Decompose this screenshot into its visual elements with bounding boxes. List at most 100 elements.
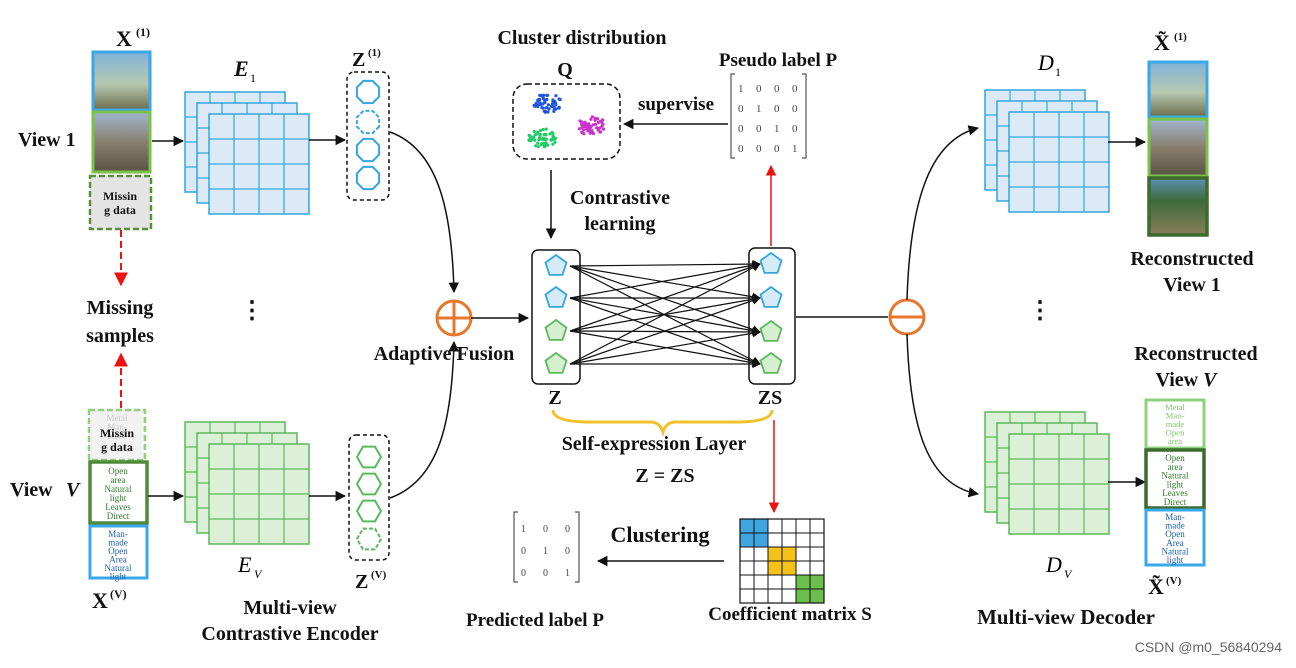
z-eq-label: Z = ZS <box>635 465 694 487</box>
text-line: Reconstructed <box>1130 248 1253 270</box>
text-line: Contrastive <box>570 187 670 209</box>
x1-sup: (1) <box>136 25 150 39</box>
self-expression-brace <box>551 409 774 438</box>
recon1-image-1 <box>1147 60 1209 119</box>
zv-sup: (V) <box>371 569 387 581</box>
cluster-point <box>582 125 586 129</box>
z1-nodes <box>355 79 381 191</box>
view1-image-1 <box>91 50 152 112</box>
matrix-cell: 1 <box>521 524 526 535</box>
watermark: CSDN @m0_56840294 <box>1135 639 1283 655</box>
matrix-cell: 0 <box>774 103 780 115</box>
text-line: View <box>1156 369 1204 391</box>
cluster-point <box>540 137 544 141</box>
matrix-cell: 0 <box>521 546 526 557</box>
split-to-dv-curve <box>906 333 980 498</box>
z1-octagon <box>355 79 381 105</box>
matrix-cell: 1 <box>774 123 780 135</box>
zs-box <box>748 247 796 385</box>
zs-label: ZS <box>758 387 782 409</box>
connection-line <box>569 262 761 332</box>
z-nodes <box>544 253 568 374</box>
cluster-point <box>544 127 548 131</box>
doc-word: made <box>1165 521 1185 531</box>
cluster-point <box>551 98 555 102</box>
cluster-point <box>554 107 558 111</box>
coefficient-matrix <box>739 518 825 604</box>
cluster-point <box>542 144 546 148</box>
decoder-caption: Multi-view Decoder <box>977 605 1155 629</box>
dv-sub: V <box>1064 567 1073 581</box>
text-line: Reconstructed <box>1134 343 1257 365</box>
self-expression-label: Self-expression Layer <box>562 433 747 455</box>
zv-hexagon <box>355 445 383 469</box>
d1-sub: 1 <box>1055 65 1061 79</box>
matrix-cell: 0 <box>792 83 798 95</box>
cluster-point <box>594 117 599 121</box>
connection-line <box>569 261 761 299</box>
cluster-point <box>544 137 548 141</box>
doc-word: Man- <box>1165 512 1185 522</box>
doc-word: Natural <box>105 563 132 573</box>
cluster-point <box>543 110 548 114</box>
doc-word: Open <box>1166 428 1185 438</box>
dv-label: D <box>1045 552 1062 577</box>
doc-word: Area <box>109 555 127 565</box>
cluster-point <box>543 100 547 105</box>
doc-word: light <box>110 572 127 582</box>
matrix-cell: 0 <box>738 143 744 155</box>
cluster-point <box>533 138 537 142</box>
doc-word: Open <box>1165 453 1185 463</box>
cluster-point <box>577 127 581 131</box>
e1-heading: E 1 <box>233 56 256 85</box>
matrix-cell: 0 <box>774 143 780 155</box>
pentagon-node <box>759 285 783 308</box>
connection-line <box>569 265 761 301</box>
pentagon-node <box>544 253 568 276</box>
split-node <box>888 298 926 336</box>
doc-word: Man- <box>107 422 127 432</box>
text-line: g data <box>101 440 133 454</box>
doc-word: Open <box>1165 529 1185 539</box>
cluster-point <box>580 123 584 127</box>
viewv-doc-2 <box>88 460 149 525</box>
clustering-label: Clustering <box>611 522 710 547</box>
cluster-point <box>590 131 595 135</box>
matrix-cell: 0 <box>543 524 548 535</box>
d1-heading: D 1 <box>1037 50 1061 79</box>
matrix-cell: 0 <box>792 123 798 135</box>
doc-word: made <box>1166 419 1185 429</box>
matrix-cell: 0 <box>738 103 744 115</box>
reconv-doc-1 <box>1144 398 1206 450</box>
zv-nodes <box>355 445 383 551</box>
xv-sup: (V) <box>110 587 127 601</box>
matrix-cell: 0 <box>774 83 780 95</box>
doc-word: Leaves <box>1162 488 1188 498</box>
cluster-box <box>512 83 621 160</box>
cluster-distribution-label: Cluster distribution <box>497 27 666 49</box>
connection-line <box>569 259 761 269</box>
cluster-point <box>537 98 541 102</box>
matrix-cell: 0 <box>792 103 798 115</box>
pentagon-node <box>544 318 568 341</box>
cluster-point <box>591 123 596 127</box>
cluster-point <box>527 133 531 137</box>
view1-missing-box <box>88 174 153 231</box>
matrix-cell: 1 <box>792 143 798 155</box>
pentagon-node <box>544 351 568 374</box>
cluster-point <box>536 141 540 145</box>
doc-word: made <box>107 431 127 441</box>
zv-hexagon <box>355 472 383 496</box>
zv-heading: Z (V) <box>355 569 387 593</box>
cluster-point <box>550 130 554 135</box>
